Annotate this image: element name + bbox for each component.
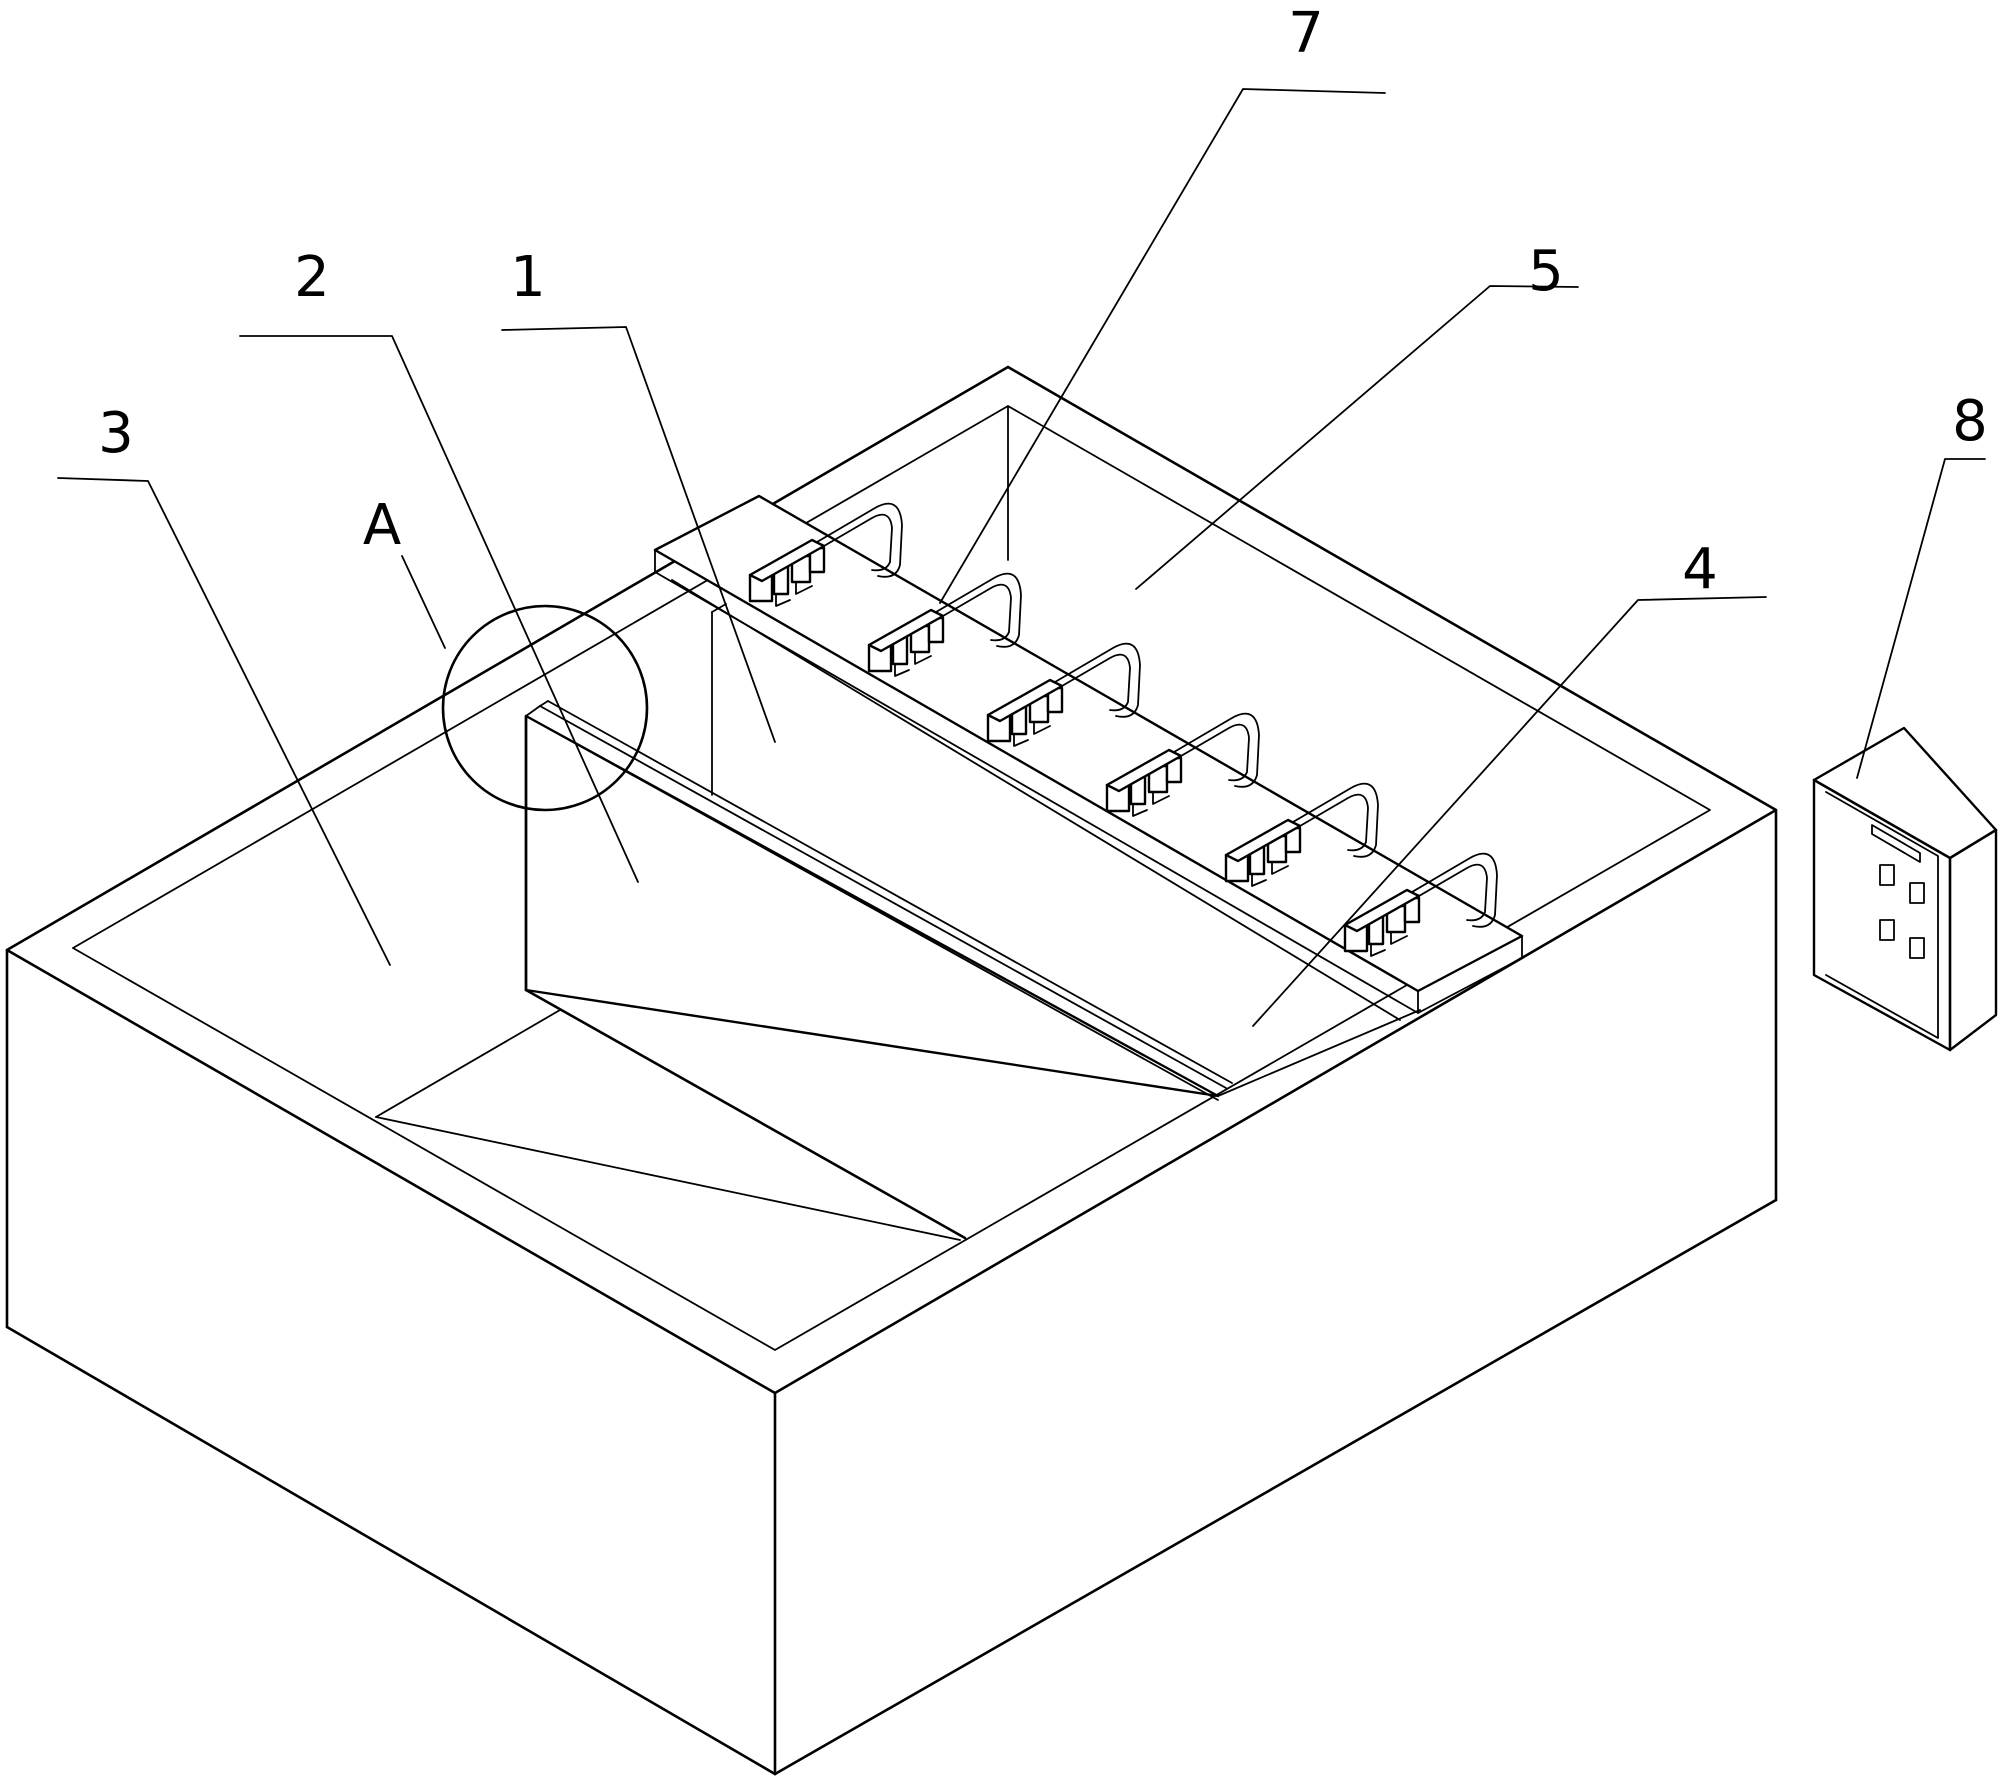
callout-labels: 1 2 3 4 5 7 8 A: [98, 1, 1988, 602]
left-chamber: [375, 1009, 961, 1241]
callout-1: 1: [510, 245, 546, 310]
right-chamber: [1217, 1009, 1421, 1097]
clamp-assembly: [867, 572, 1022, 677]
callout-8: 8: [1952, 389, 1988, 454]
callout-5: 5: [1528, 239, 1564, 304]
clamp-assembly: [986, 642, 1141, 747]
clamp-assembly: [1224, 782, 1379, 887]
clamp-assembly: [1343, 852, 1498, 957]
top-beam: [653, 494, 1524, 1021]
callout-4: 4: [1682, 537, 1718, 602]
leader-lines: [57, 88, 1986, 1027]
callout-7: 7: [1288, 1, 1324, 66]
separator-plate: [524, 700, 1233, 1240]
callout-a: A: [363, 493, 401, 558]
callout-2: 2: [294, 245, 330, 310]
detail-circle-a: [441, 604, 649, 812]
control-box: [1812, 726, 1998, 1052]
clamp-assembly: [1105, 712, 1260, 817]
clamp-assembly: [748, 502, 903, 607]
clamp-group: [748, 502, 1498, 957]
callout-3: 3: [98, 401, 134, 466]
